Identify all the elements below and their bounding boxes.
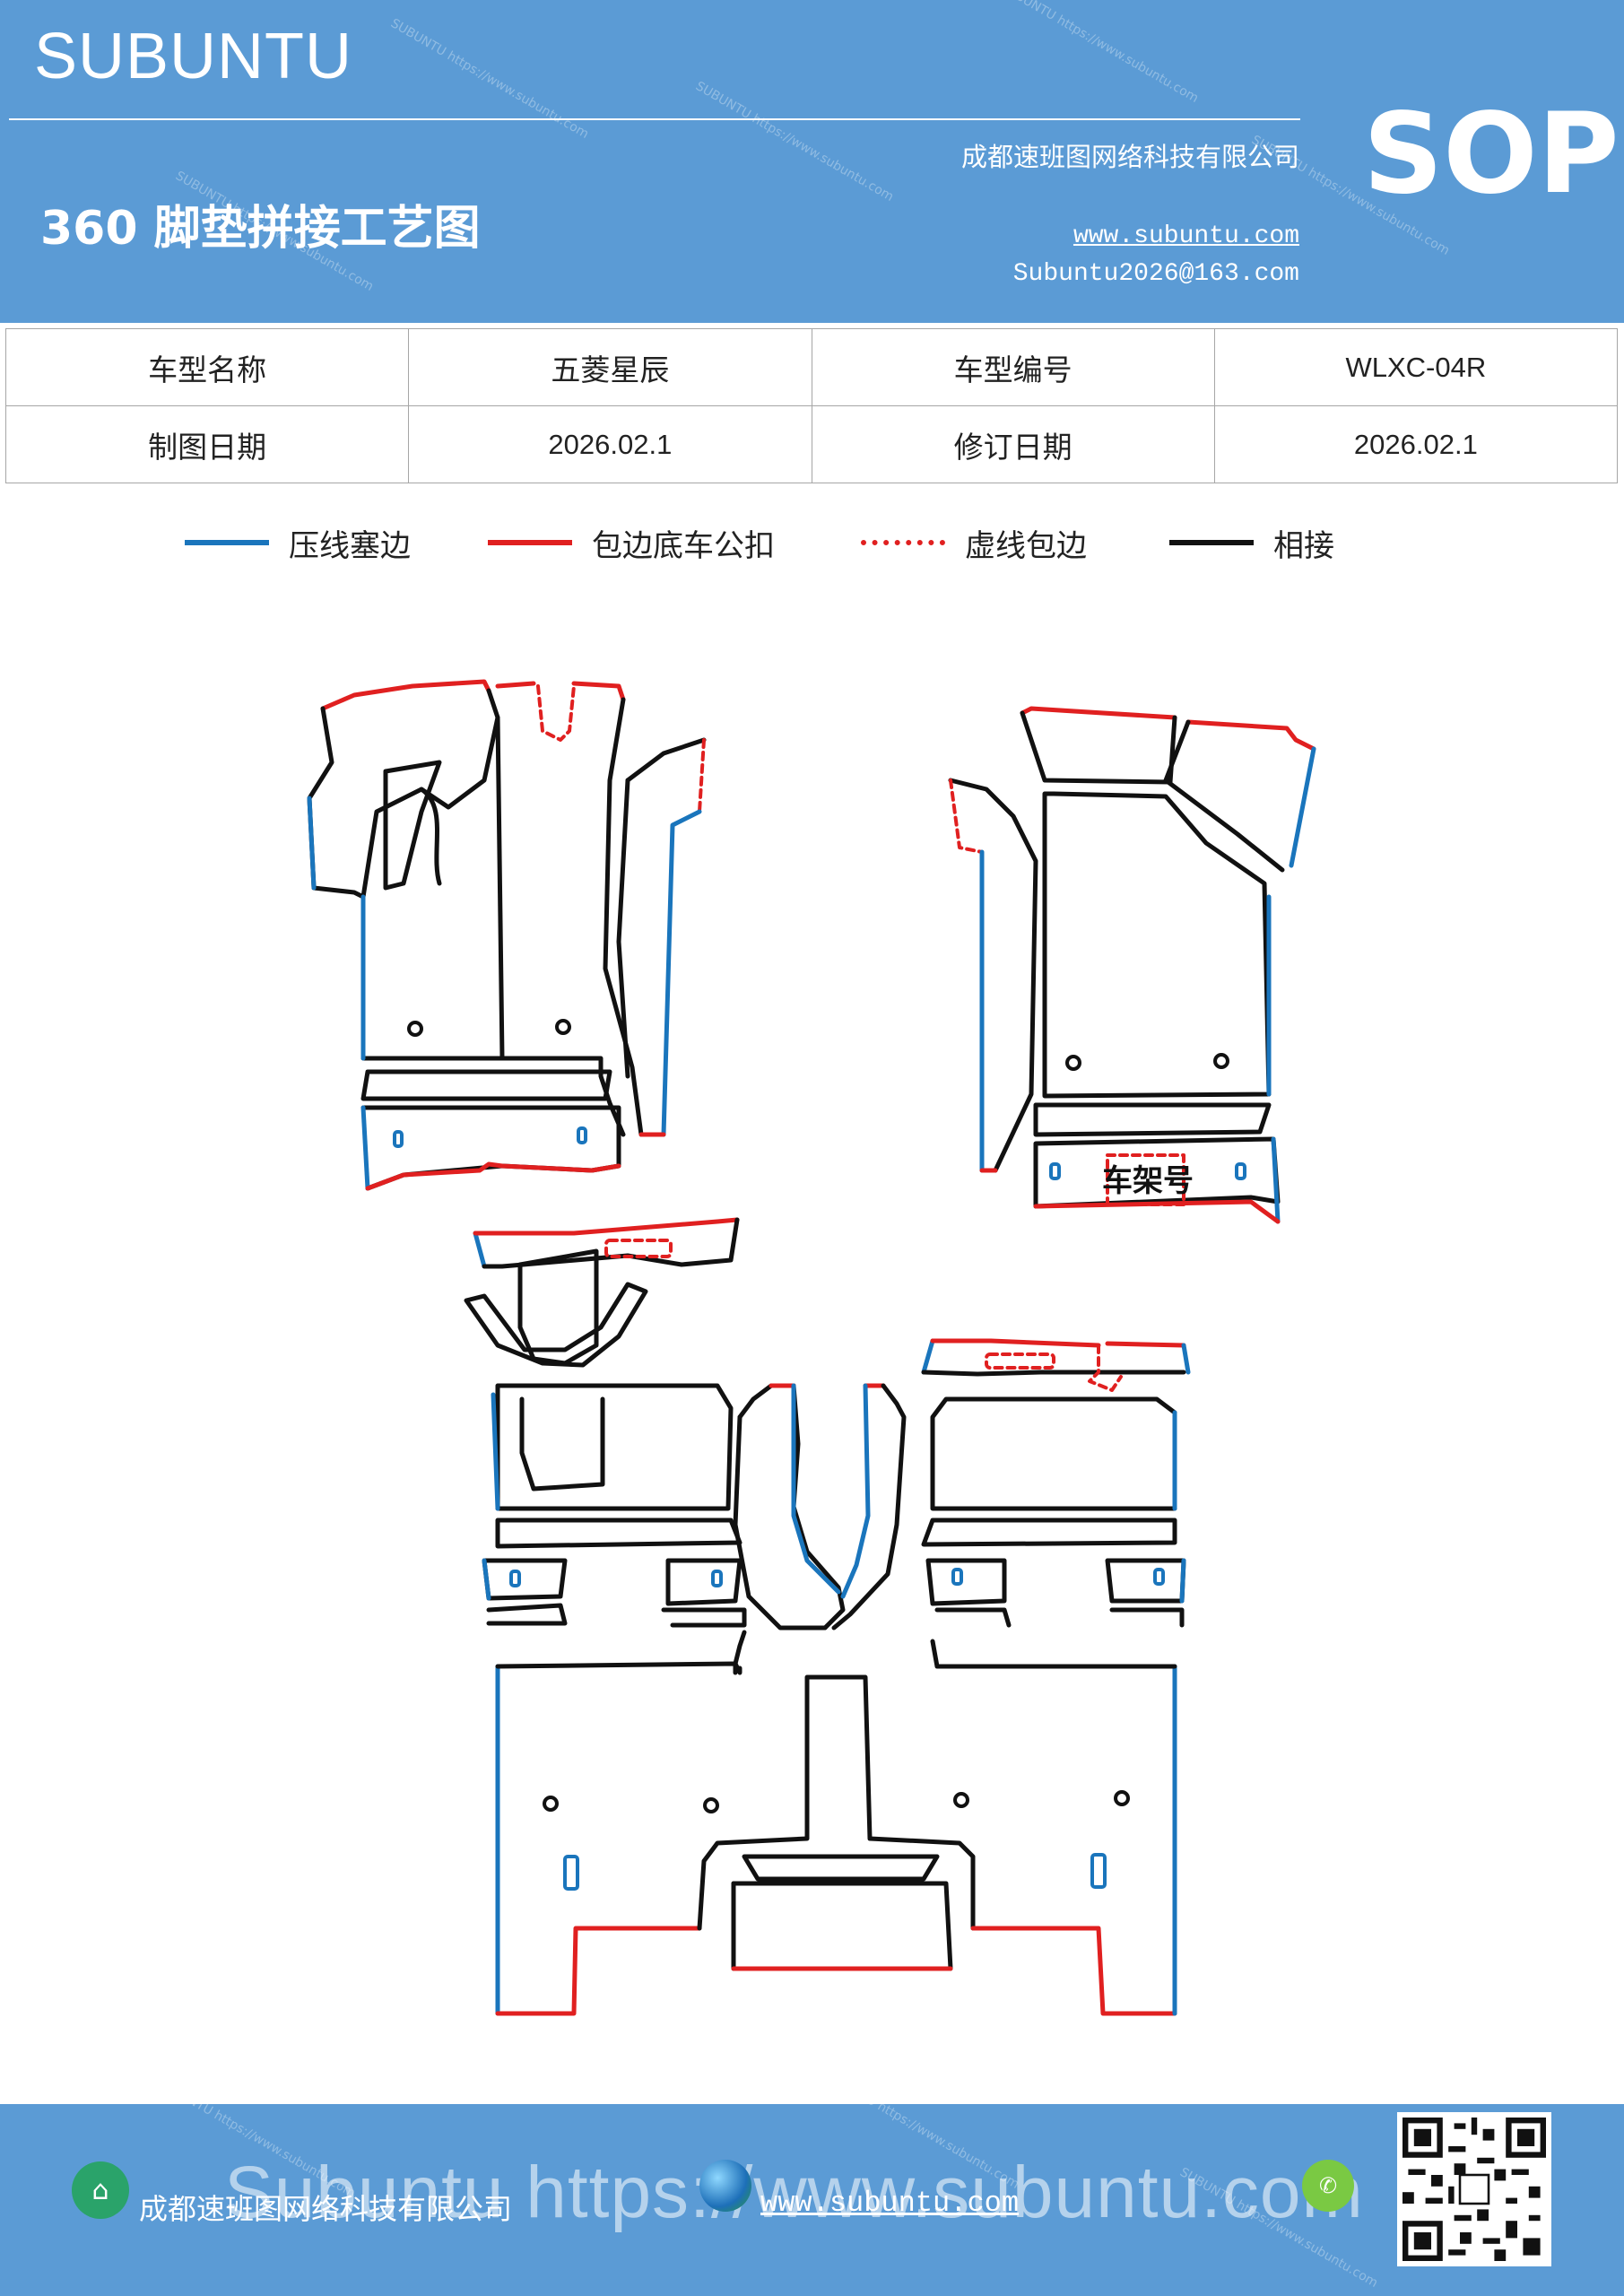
legend-swatch	[185, 540, 269, 545]
table-row: 制图日期 2026.02.1 修订日期 2026.02.1	[4, 405, 1619, 483]
frame-number-label: 车架号	[1102, 1163, 1194, 1199]
footer-website-link[interactable]: www.subuntu.com	[760, 2187, 1020, 2220]
website-link[interactable]: www.subuntu.com	[1073, 222, 1299, 250]
legend-swatch	[1169, 540, 1254, 545]
table-cell: 修订日期	[811, 405, 1215, 483]
footer-company-name: 成都速班图网络科技有限公司	[139, 2192, 513, 2226]
email-address[interactable]: Subuntu2026@163.com	[1012, 260, 1299, 288]
legend-label: 虚线包边	[965, 527, 1087, 564]
header-divider	[9, 118, 1300, 120]
brand-name: SUBUNTU	[34, 21, 353, 92]
footer-banner: SUBUNTU https://www.subuntu.com SUBUNTU …	[0, 2104, 1624, 2296]
legend-swatch	[861, 540, 945, 545]
table-cell: 2026.02.1	[408, 405, 812, 483]
table-cell: 五菱星辰	[408, 328, 812, 406]
legend-item: 虚线包边	[861, 520, 1087, 565]
company-name: 成都速班图网络科技有限公司	[960, 142, 1299, 172]
legend-item: 相接	[1169, 520, 1334, 565]
legend-item: 压线塞边	[185, 520, 411, 565]
legend-label: 相接	[1273, 527, 1334, 564]
front-right-mat	[948, 706, 1316, 1224]
table-cell: 车型编号	[811, 328, 1215, 406]
legend-label: 压线塞边	[289, 527, 411, 564]
wechat-icon[interactable]: ✆	[1302, 2160, 1354, 2212]
table-cell: 制图日期	[4, 405, 410, 483]
qr-code[interactable]	[1397, 2112, 1551, 2266]
page-title: 360 脚垫拼接工艺图	[40, 202, 481, 256]
footer-overlay-text: Subuntu https://www.subuntu.com	[224, 2152, 1364, 2233]
legend-item: 包边底车公扣	[488, 520, 775, 565]
table-row: 车型名称 五菱星辰 车型编号 WLXC-04R	[4, 328, 1619, 406]
floor-mat-diagram: 车架号	[307, 679, 1316, 2016]
table-cell: 车型名称	[4, 328, 410, 406]
legend-label: 包边底车公扣	[592, 527, 775, 564]
building-icon: ⌂	[72, 2161, 129, 2219]
legend-swatch	[488, 540, 572, 545]
sop-label: SOP	[1363, 90, 1620, 219]
front-left-mat	[307, 679, 707, 1191]
globe-icon	[699, 2160, 751, 2212]
rear-mat-assembly	[464, 1217, 1191, 2016]
vehicle-info-table: 车型名称 五菱星辰 车型编号 WLXC-04R 制图日期 2026.02.1 修…	[4, 328, 1619, 483]
header-banner: SUBUNTU https://www.subuntu.com SUBUNTU …	[0, 0, 1624, 323]
table-cell: 2026.02.1	[1213, 405, 1619, 483]
table-cell: WLXC-04R	[1213, 328, 1619, 406]
qr-code-pattern	[1403, 2118, 1546, 2261]
